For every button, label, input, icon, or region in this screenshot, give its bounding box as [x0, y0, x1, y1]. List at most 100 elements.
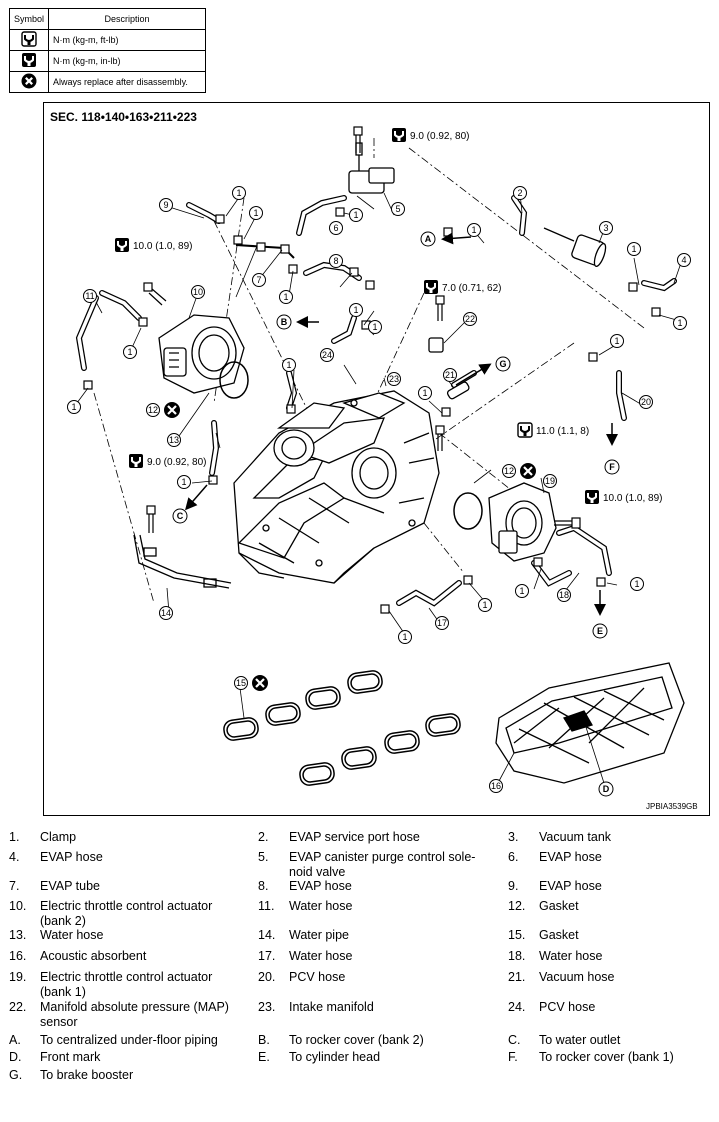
callout-1: 1 — [123, 345, 137, 359]
legend-number: 23. — [258, 1000, 276, 1014]
svg-text:7: 7 — [256, 275, 261, 285]
purge-solenoid-valve — [348, 142, 395, 194]
callout-15: 15 — [234, 676, 248, 690]
legend-text: Water hose — [539, 949, 603, 963]
map-sensor — [428, 337, 444, 353]
throttle-body-bank1 — [488, 482, 557, 562]
legend-number: 8. — [258, 879, 269, 893]
svg-text:14: 14 — [161, 608, 171, 618]
svg-text:10.0 (1.0, 89): 10.0 (1.0, 89) — [133, 241, 192, 252]
svg-text:1: 1 — [236, 188, 241, 198]
callout-12: 12 — [502, 464, 516, 478]
svg-text:1: 1 — [422, 388, 427, 398]
gasket-bank2 — [219, 361, 249, 399]
svg-text:9: 9 — [163, 200, 168, 210]
ref-E: E — [592, 623, 608, 639]
callout-1: 1 — [232, 186, 246, 200]
legend-text: To rocker cover (bank 1) — [539, 1050, 674, 1064]
callout-group: 1 1 1 1 1 1 1 1 1 1 1 1 1 1 1 1 1 1 1 2 … — [67, 186, 691, 793]
replace-x-icon — [250, 673, 270, 693]
torque-spec-5: 9.0 (0.92, 80) — [128, 453, 206, 469]
callout-14: 14 — [159, 606, 173, 620]
acoustic-absorbent — [495, 662, 685, 784]
legend-number: 14. — [258, 928, 276, 942]
legend-text: EVAP hose — [40, 850, 103, 864]
svg-text:1: 1 — [471, 225, 476, 235]
legend-number: 18. — [508, 949, 526, 963]
callout-7: 7 — [252, 273, 266, 287]
svg-text:16: 16 — [491, 781, 501, 791]
water-pipe — [133, 534, 232, 589]
description-header: Description — [48, 8, 206, 30]
section-code: SEC. 118•140•163•211•223 — [50, 110, 197, 124]
legend-number: A. — [9, 1033, 21, 1047]
legend-number: 16. — [9, 949, 27, 963]
svg-text:11: 11 — [85, 291, 94, 301]
svg-text:7.0 (0.71, 62): 7.0 (0.71, 62) — [442, 283, 501, 294]
diagram-canvas: SEC. 118•140•163•211•223 JPBIA3539GB — [50, 110, 698, 811]
legend-number: 20. — [258, 970, 276, 984]
svg-text:24: 24 — [322, 350, 332, 360]
callout-1: 1 — [418, 386, 432, 400]
torque-spec-3: 7.0 (0.71, 62) — [423, 279, 501, 295]
legend-text: EVAP canister purge control sole-noid va… — [289, 850, 476, 879]
svg-text:1: 1 — [614, 336, 619, 346]
callout-11: 11 — [83, 289, 97, 303]
callout-20: 20 — [639, 395, 653, 409]
symbol-desc-ft-lb: N·m (kg-m, ft-lb) — [48, 29, 206, 51]
svg-text:1: 1 — [482, 600, 487, 610]
svg-text:1: 1 — [634, 579, 639, 589]
legend-text: Electric throttle control actuator (bank… — [40, 970, 213, 999]
legend-number: 17. — [258, 949, 276, 963]
torque-wrench-in-lb-icon — [22, 53, 36, 67]
legend-number: D. — [9, 1050, 22, 1064]
legend-number: 9. — [508, 879, 519, 893]
svg-text:1: 1 — [71, 402, 76, 412]
figure-code: JPBIA3539GB — [646, 802, 698, 811]
svg-text:1: 1 — [253, 208, 258, 218]
svg-text:E: E — [597, 626, 603, 636]
legend-number: 7. — [9, 879, 20, 893]
legend-number: F. — [508, 1050, 518, 1064]
ref-C: C — [172, 508, 188, 524]
torque-wrench-in-lb-icon — [128, 453, 144, 469]
legend-number: 5. — [258, 850, 269, 864]
svg-text:13: 13 — [169, 435, 179, 445]
callout-8: 8 — [329, 254, 343, 268]
legend-text: EVAP tube — [40, 879, 100, 893]
leader-lines — [73, 192, 683, 784]
symbol-header: Symbol — [8, 8, 50, 30]
legend-text: EVAP service port hose — [289, 830, 420, 844]
legend-text: To water outlet — [539, 1033, 621, 1047]
callout-19: 19 — [543, 474, 557, 488]
callout-5: 5 — [391, 202, 405, 216]
replace-x-icon — [21, 73, 37, 89]
legend-text: Manifold absolute pressure (MAP) sensor — [40, 1000, 229, 1029]
ref-D: D — [598, 781, 614, 797]
legend-number: 22. — [9, 1000, 27, 1014]
legend-number: 13. — [9, 928, 27, 942]
torque-spec-6: 10.0 (1.0, 89) — [584, 489, 662, 505]
exploded-view-diagram: SEC. 118•140•163•211•223 JPBIA3539GB — [43, 102, 710, 816]
replace-x-icon — [518, 461, 538, 481]
symbol-desc-replace: Always replace after disassembly. — [48, 71, 206, 93]
vacuum-hose — [446, 381, 470, 400]
svg-text:1: 1 — [519, 586, 524, 596]
legend-text: Water pipe — [289, 928, 349, 942]
legend-text: Gasket — [539, 928, 579, 942]
svg-text:1: 1 — [677, 318, 682, 328]
torque-wrench-ft-lb-icon — [517, 422, 533, 438]
replace-x-icon — [162, 400, 182, 420]
callout-22: 22 — [463, 312, 477, 326]
torque-spec-2: 10.0 (1.0, 89) — [114, 237, 192, 253]
legend-text: To centralized under-floor piping — [40, 1033, 218, 1047]
legend-text: To brake booster — [40, 1068, 134, 1082]
svg-text:12: 12 — [504, 466, 514, 476]
legend-number: C. — [508, 1033, 521, 1047]
svg-text:17: 17 — [437, 618, 447, 628]
callout-1: 1 — [349, 208, 363, 222]
legend-text: Water hose — [289, 899, 353, 913]
legend-text: Front mark — [40, 1050, 101, 1064]
callout-3: 3 — [599, 221, 613, 235]
throttle-body-bank2 — [158, 314, 245, 394]
